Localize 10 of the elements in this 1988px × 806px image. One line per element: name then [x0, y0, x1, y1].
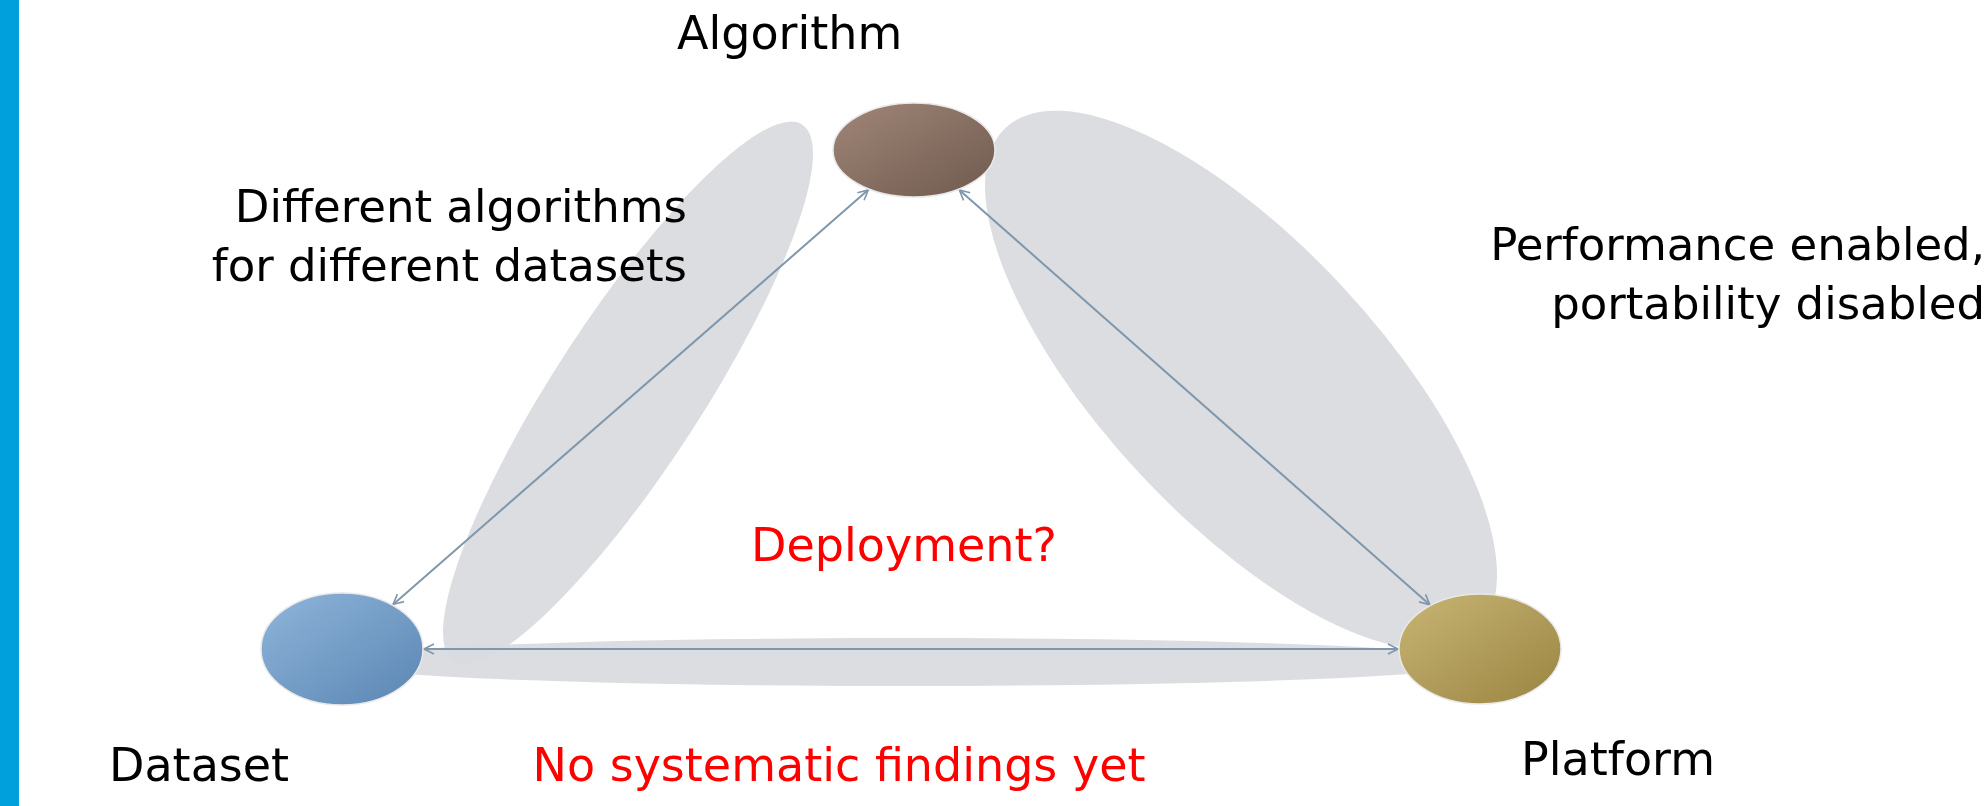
highlight-text: Deployment? [750, 517, 1058, 574]
node-label: Algorithm [677, 6, 903, 62]
node-label: Dataset [109, 738, 290, 794]
annotation-text: Different algorithms for different datasets [210, 179, 687, 294]
node-label: Platform [1521, 732, 1715, 788]
highlight-text: No systematic findings yet [531, 737, 1147, 794]
annotation-text: Performance enabled, portability disabled [1489, 217, 1985, 332]
double-arrow [958, 189, 1431, 606]
double-arrow [392, 188, 870, 606]
double-arrow [423, 643, 1399, 655]
